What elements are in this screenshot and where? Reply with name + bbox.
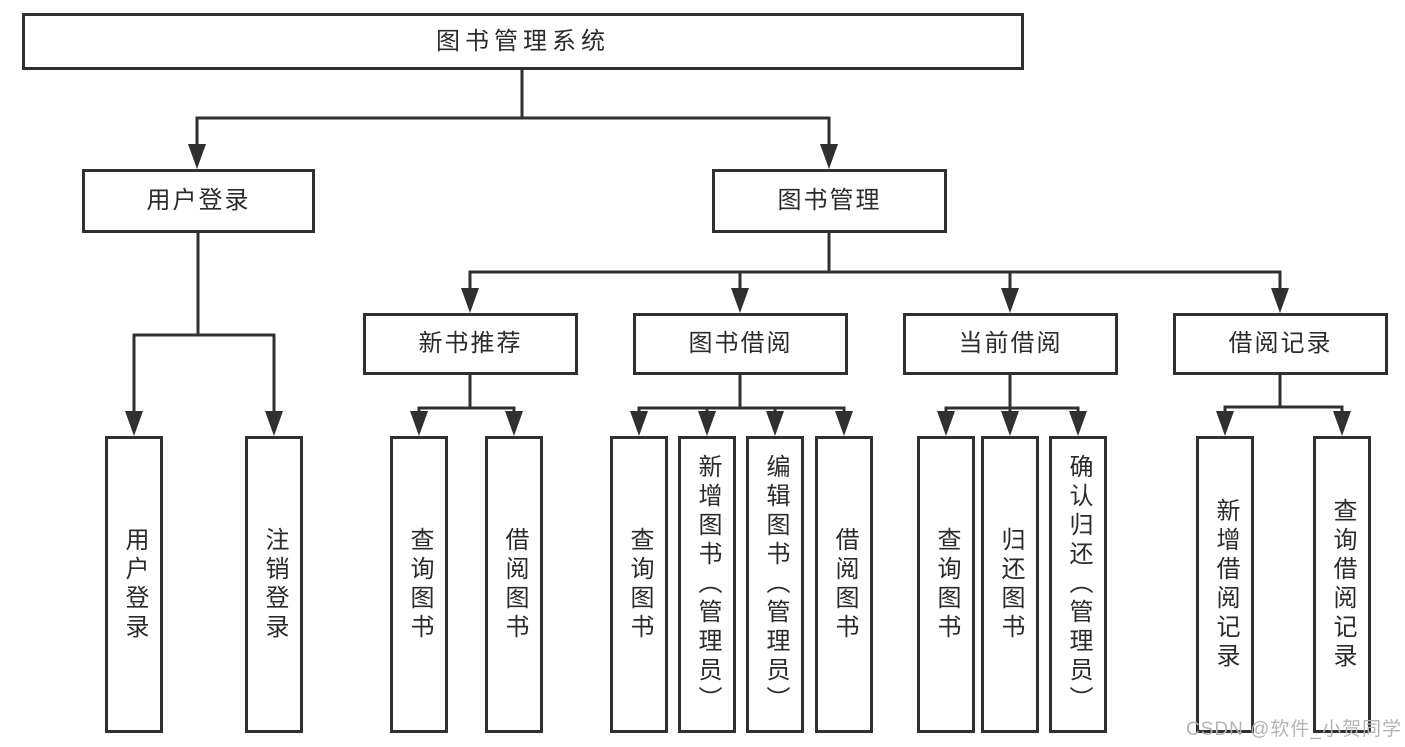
arrow-down-icon bbox=[125, 411, 143, 436]
leaf-query-borrow-record: 查询借阅记录 bbox=[1313, 436, 1371, 733]
arrow-down-icon bbox=[188, 144, 206, 169]
arrow-down-icon bbox=[937, 411, 955, 436]
arrow-down-icon bbox=[505, 411, 523, 436]
node-current-borrowing: 当前借阅 bbox=[903, 313, 1118, 375]
leaf-add-books-admin: 新增图书（管理员） bbox=[678, 436, 736, 733]
node-book-borrowing: 图书借阅 bbox=[633, 313, 848, 375]
leaf-confirm-return-admin: 确认归还（管理员） bbox=[1049, 436, 1107, 733]
arrow-down-icon bbox=[820, 144, 838, 169]
connector-book-mgmt-to-level3 bbox=[468, 231, 1282, 292]
leaf-query-books-borrow: 查询图书 bbox=[610, 436, 668, 733]
node-user-login: 用户登录 bbox=[82, 169, 315, 233]
node-borrowing-records: 借阅记录 bbox=[1173, 313, 1388, 375]
leaf-borrow-books: 借阅图书 bbox=[815, 436, 873, 733]
leaf-query-books-recommend: 查询图书 bbox=[390, 436, 448, 733]
arrow-down-icon bbox=[1271, 288, 1289, 313]
leaf-query-books-current: 查询图书 bbox=[917, 436, 975, 733]
arrowheads bbox=[125, 144, 1351, 436]
arrow-down-icon bbox=[766, 411, 784, 436]
arrow-down-icon bbox=[265, 411, 283, 436]
arrow-down-icon bbox=[1001, 411, 1019, 436]
arrow-down-icon bbox=[731, 288, 749, 313]
arrow-down-icon bbox=[1069, 411, 1087, 436]
connector-user-login-to-leaves bbox=[132, 231, 276, 415]
arrow-down-icon bbox=[410, 411, 428, 436]
node-book-management: 图书管理 bbox=[712, 169, 947, 233]
connector-root-to-level2 bbox=[195, 68, 831, 148]
arrow-down-icon bbox=[1216, 411, 1234, 436]
leaf-logout: 注销登录 bbox=[245, 436, 303, 733]
arrow-down-icon bbox=[630, 411, 648, 436]
connector-level3-to-leaves bbox=[417, 373, 1344, 415]
leaf-borrow-books-recommend: 借阅图书 bbox=[485, 436, 543, 733]
leaf-add-borrow-record: 新增借阅记录 bbox=[1196, 436, 1254, 733]
watermark: CSDN @软件_小贺同学 bbox=[1186, 719, 1402, 740]
leaf-return-books: 归还图书 bbox=[981, 436, 1039, 733]
arrow-down-icon bbox=[1333, 411, 1351, 436]
arrow-down-icon bbox=[835, 411, 853, 436]
leaf-user-login: 用户登录 bbox=[105, 436, 163, 733]
arrow-down-icon bbox=[1001, 288, 1019, 313]
arrow-down-icon bbox=[461, 288, 479, 313]
node-book-management-system: 图书管理系统 bbox=[22, 13, 1024, 70]
leaf-edit-books-admin: 编辑图书（管理员） bbox=[746, 436, 804, 733]
arrow-down-icon bbox=[698, 411, 716, 436]
node-new-book-recommendation: 新书推荐 bbox=[363, 313, 578, 375]
